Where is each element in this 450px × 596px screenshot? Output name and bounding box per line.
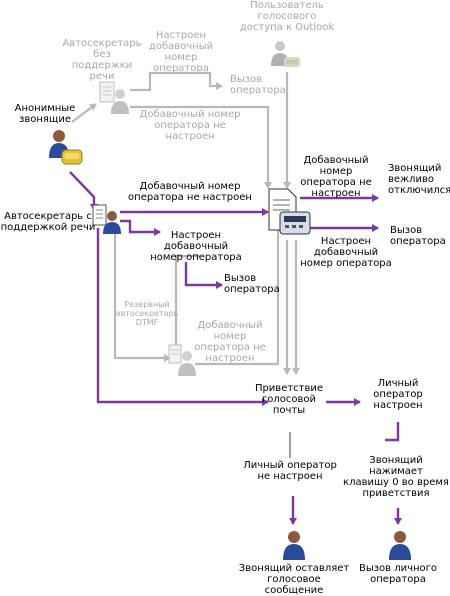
ext-not-set-top-label: Добавочный номер оператора не настроен <box>300 155 372 199</box>
flow-aa-nospeech-ext-not-set <box>130 105 272 189</box>
voicemail-greeting-label: Приветствие голосовой почты <box>254 383 324 416</box>
flow-anon-to-aa-speech <box>69 171 98 211</box>
call-personal-operator-label: Вызов личного оператора <box>358 563 438 585</box>
backup-aa-label: Резервный автосекретарь DTMF <box>115 300 179 327</box>
operator-phone-icon <box>268 188 311 235</box>
ext-not-set-1-label: Добавочный номер оператора не настроен <box>139 109 241 142</box>
aa-speech-label: Автосекретарь с поддержкой речи <box>0 211 96 233</box>
ext-set-1-label: Настроен добавочный номер оператора <box>148 30 214 74</box>
aa-no-speech-label: Автосекретарь без поддержки речи <box>62 38 142 82</box>
flow-anon-to-aa-nospeech <box>71 103 97 123</box>
primary-flows <box>69 171 402 525</box>
caller-person-icon <box>283 531 305 560</box>
ext-set-2-label: Настроен добавочный номер оператора <box>150 230 242 263</box>
ext-not-set-2-label: Добавочный номер оператора не настроен <box>128 181 252 203</box>
flow-speech-to-voicemail <box>96 228 269 406</box>
flow-personal-op-down <box>385 422 400 442</box>
outlook-user-label: Пользователь голосового доступа к Outloo… <box>239 0 335 33</box>
personal-operator-set-label: Личный оператор настроен <box>373 378 423 411</box>
call-operator-1-label: Вызов оператора <box>230 74 286 96</box>
caller-presses-0-label: Звонящий нажимает клавишу 0 во время при… <box>343 455 449 499</box>
personal-operator-not-set-label: Личный оператор не настроен <box>243 460 337 482</box>
flow-backup-ext-not-set <box>195 214 282 366</box>
caller-disconnected-label: Звонящий вежливо отключился <box>388 163 450 196</box>
ext-not-set-3-label: Добавочный номер оператора не настроен <box>194 320 266 364</box>
secondary-flows <box>71 71 300 375</box>
backup-aa-icon <box>168 344 196 376</box>
flow-speech-call-operator <box>184 262 223 289</box>
flow-aa-speech-to-backup <box>113 228 171 362</box>
call-operator-right-label: Вызов оператора <box>390 225 446 247</box>
aa-no-speech-icon <box>99 81 129 114</box>
caller-leaves-message-label: Звонящий оставляет голосовое сообщение <box>238 563 350 596</box>
flow-aa-nospeech-operator <box>130 71 223 92</box>
anonymous-callers-label: Анонимные звонящие <box>14 103 76 125</box>
call-operator-2-label: Вызов оператора <box>224 273 280 295</box>
flow-backup-up <box>174 254 200 348</box>
anonymous-callers-icon <box>49 130 83 165</box>
flow-speech-ext-set <box>120 219 161 236</box>
ext-set-right-label: Настроен добавочный номер оператора <box>300 236 392 269</box>
outlook-user-icon <box>271 41 300 67</box>
aa-speech-icon <box>92 204 121 234</box>
personal-operator-icon <box>389 531 411 560</box>
